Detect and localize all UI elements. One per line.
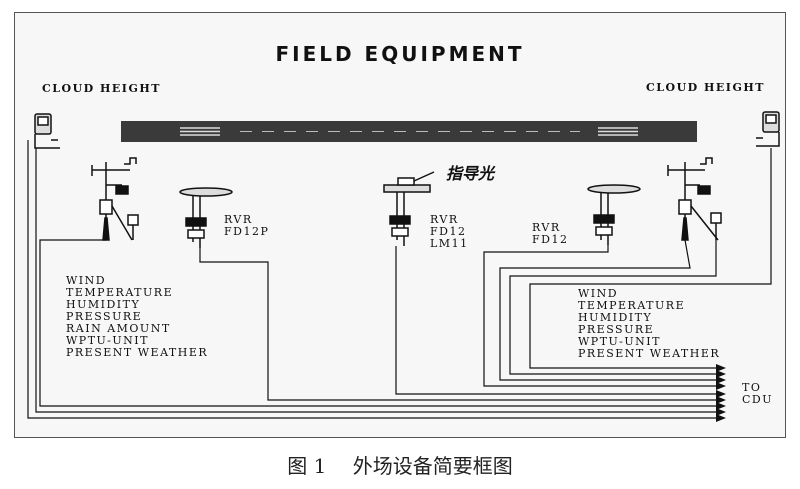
rvr-right-line-2: FD12 bbox=[532, 233, 569, 246]
weather-left-labels: WIND TEMPERATURE HUMIDITY PRESSURE RAIN … bbox=[66, 275, 208, 359]
weather-mast-right-icon bbox=[667, 157, 722, 241]
cloud-height-right-label: CLOUD HEIGHT bbox=[646, 81, 765, 94]
weather-mast-left-icon bbox=[91, 157, 139, 241]
rvr-center-line-2: FD12 bbox=[430, 225, 467, 238]
to-cdu-line-1: TO bbox=[742, 381, 762, 394]
rvr-sensor-left-icon bbox=[179, 187, 233, 248]
rvr-left-line-1: RVR bbox=[224, 213, 253, 226]
figure-caption: 图 1 外场设备简要框图 bbox=[0, 450, 800, 479]
diagram-title: FIELD EQUIPMENT bbox=[275, 42, 525, 66]
runway bbox=[121, 121, 697, 142]
rvr-center-line-3: LM11 bbox=[430, 237, 469, 250]
cloud-height-left-label: CLOUD HEIGHT bbox=[42, 82, 161, 95]
weather-left-item: WIND bbox=[66, 274, 107, 287]
rvr-sensor-center-icon bbox=[383, 171, 435, 246]
weather-left-item: PRESENT WEATHER bbox=[66, 346, 209, 359]
weather-right-labels: WIND TEMPERATURE HUMIDITY PRESSURE WPTU-… bbox=[578, 288, 720, 360]
weather-left-item: HUMIDITY bbox=[66, 298, 141, 311]
cable-bundle bbox=[27, 140, 772, 419]
weather-left-item: TEMPERATURE bbox=[66, 286, 174, 299]
weather-left-item: PRESSURE bbox=[66, 310, 143, 323]
center-annotation: 指导光 bbox=[446, 164, 495, 183]
figure-number: 图 1 bbox=[287, 454, 327, 478]
weather-right-item: TEMPERATURE bbox=[578, 299, 686, 312]
ceilometer-left-icon bbox=[34, 113, 60, 149]
ceilometer-right-icon bbox=[756, 111, 780, 147]
rvr-left-labels: RVR FD12P bbox=[224, 214, 269, 238]
weather-right-item: PRESENT WEATHER bbox=[578, 347, 721, 360]
weather-right-item: WPTU-UNIT bbox=[578, 335, 661, 348]
to-cdu-line-2: CDU bbox=[742, 393, 774, 406]
weather-left-item: WPTU-UNIT bbox=[66, 334, 149, 347]
weather-right-item: PRESSURE bbox=[578, 323, 655, 336]
rvr-right-labels: RVR FD12 bbox=[532, 222, 568, 246]
diagram-frame bbox=[14, 12, 786, 438]
to-cdu-label: TO CDU bbox=[742, 382, 773, 406]
weather-right-item: WIND bbox=[578, 287, 619, 300]
rvr-center-labels: RVR FD12 LM11 bbox=[430, 214, 469, 250]
weather-left-item: RAIN AMOUNT bbox=[66, 322, 171, 335]
rvr-right-line-1: RVR bbox=[532, 221, 561, 234]
rvr-sensor-right-icon bbox=[587, 184, 641, 245]
weather-right-item: HUMIDITY bbox=[578, 311, 653, 324]
rvr-left-line-2: FD12P bbox=[224, 225, 270, 238]
cdu-arrows bbox=[716, 364, 726, 422]
figure-caption-text: 外场设备简要框图 bbox=[352, 454, 513, 478]
rvr-center-line-1: RVR bbox=[430, 213, 459, 226]
